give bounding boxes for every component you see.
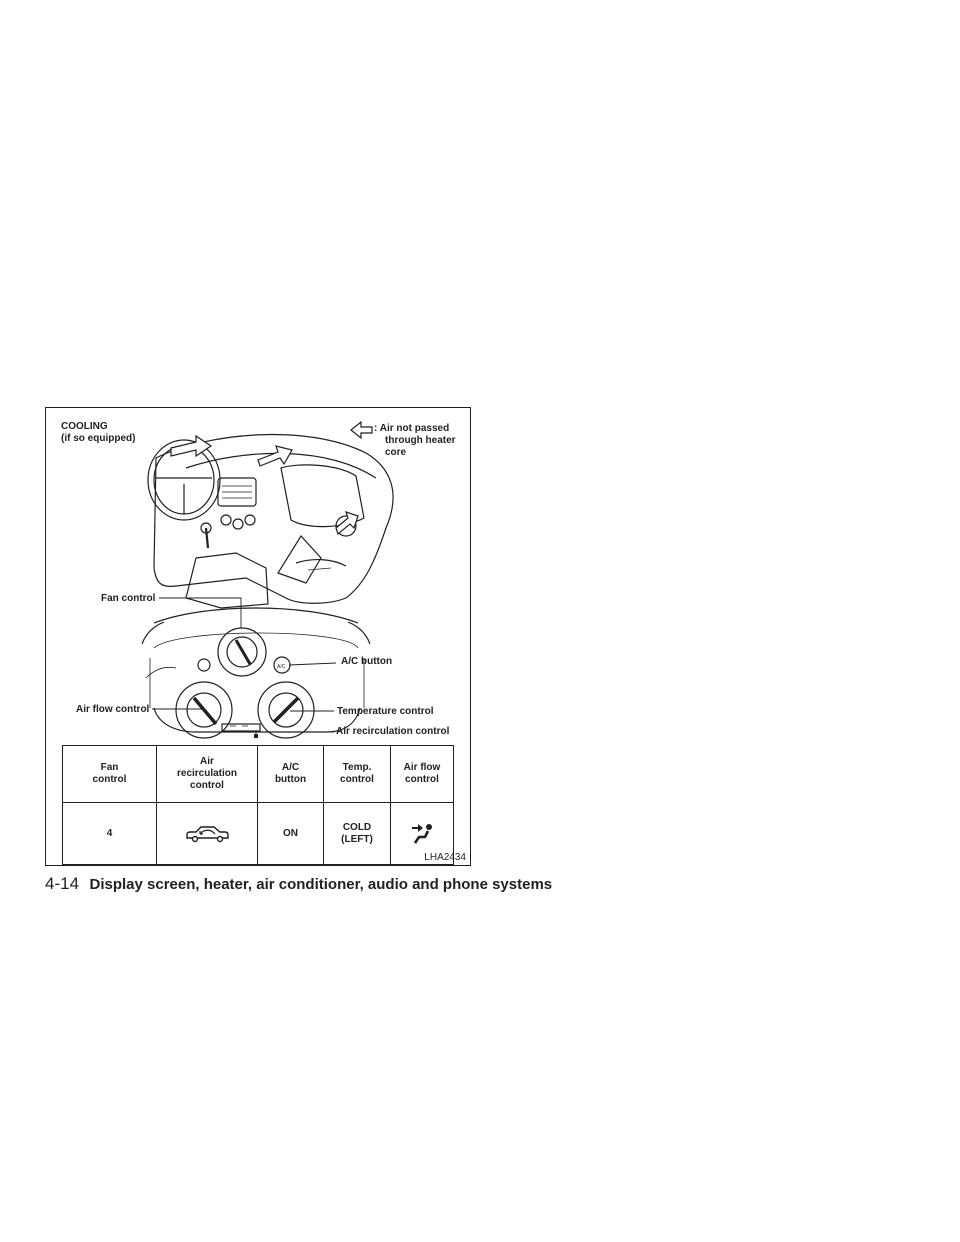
header-air-recirculation-control: Air recirculation control: [156, 745, 258, 803]
legend-text-line1: : Air not passed: [374, 423, 450, 434]
figure-title: COOLING: [61, 421, 108, 432]
cell-recirculation: [156, 802, 258, 865]
page-number: 4-14: [45, 874, 80, 893]
cell-airflow: [390, 802, 454, 865]
legend-text-line2: through heater: [385, 435, 456, 446]
figure-subtitle: (if so equipped): [61, 433, 136, 444]
cell-fan-value: 4: [62, 802, 157, 865]
header-air-flow-control: Air flow control: [390, 745, 454, 803]
header-temp-control: Temp. control: [323, 745, 391, 803]
cell-ac-value: ON: [257, 802, 324, 865]
chapter-title: Display screen, heater, air conditioner,…: [89, 876, 553, 893]
label-temperature-control: Temperature control: [337, 706, 434, 717]
label-fan-control: Fan control: [101, 593, 156, 604]
legend-text-line3: core: [385, 447, 407, 458]
label-ac-button: A/C button: [341, 656, 393, 667]
header-ac-button: A/C button: [257, 745, 324, 803]
cell-temp-value: COLD (LEFT): [323, 802, 391, 865]
figure-code: LHA2434: [424, 852, 466, 863]
label-air-recirculation-control: Air recirculation control: [336, 726, 450, 737]
car-recirculation-icon: [186, 825, 229, 842]
table-header-row: Fan control Air recirculation control A/…: [62, 745, 454, 803]
header-fan-control: Fan control: [62, 745, 157, 803]
table-row: 4 ON COLD (LEFT): [62, 802, 454, 865]
vent-airflow-icon: [412, 823, 432, 844]
label-air-flow-control: Air flow control: [76, 704, 150, 715]
panel-ac-label: A/C: [277, 664, 286, 670]
cooling-figure: A/C COOLING (if so equipped) : Air not p…: [45, 407, 471, 866]
page-footer: 4-14 Display screen, heater, air conditi…: [45, 874, 552, 894]
dashboard-illustration: A/C: [141, 420, 394, 739]
settings-table: Fan control Air recirculation control A/…: [62, 745, 454, 865]
